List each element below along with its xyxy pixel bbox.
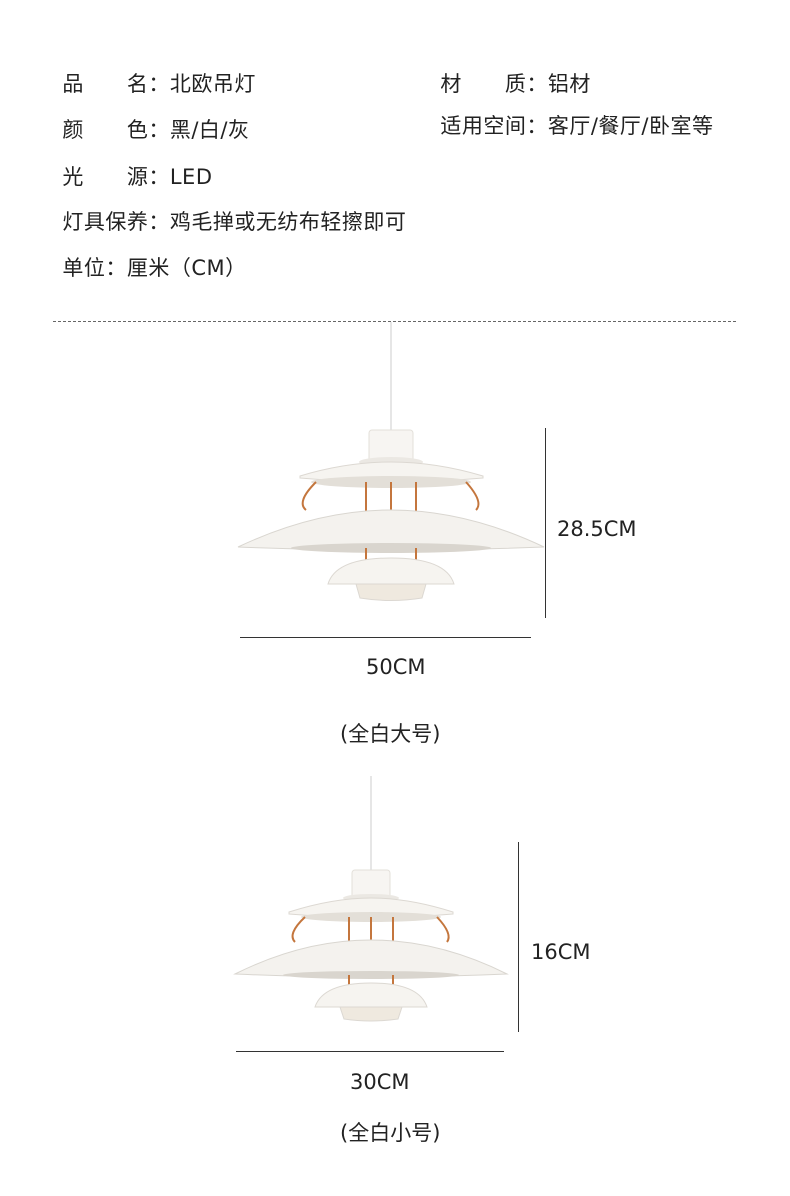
small-width-label: 30CM: [350, 1070, 410, 1094]
small-width-dimension-line: [236, 1051, 504, 1052]
spec-unit: 单位：厘米（CM）: [48, 237, 247, 279]
spec-color-label: 颜 色：: [62, 118, 170, 142]
spec-unit-label: 单位：: [62, 256, 127, 280]
spec-light-value: LED: [169, 165, 213, 189]
spec-light-label: 光 源：: [62, 165, 170, 189]
spec-material: 材 质：铝材: [426, 53, 591, 95]
large-height-dimension-line: [545, 428, 546, 618]
spec-usage-label: 适用空间：: [440, 114, 548, 138]
large-height-label: 28.5CM: [557, 517, 637, 541]
spec-care-value: 鸡毛掸或无纺布轻擦即可: [169, 210, 407, 234]
spec-care: 灯具保养：鸡毛掸或无纺布轻擦即可: [48, 191, 406, 233]
spec-name: 品 名：北欧吊灯: [48, 53, 256, 95]
spec-care-label: 灯具保养：: [62, 210, 170, 234]
spec-material-value: 铝材: [547, 72, 591, 96]
spec-name-label: 品 名：: [62, 72, 170, 96]
spec-usage: 适用空间：客厅/餐厅/卧室等: [426, 95, 714, 137]
small-height-label: 16CM: [531, 940, 591, 964]
large-width-label: 50CM: [366, 655, 426, 679]
dashed-divider: [53, 321, 736, 322]
small-caption: (全白小号): [340, 1121, 441, 1145]
spec-name-value: 北欧吊灯: [169, 72, 256, 96]
spec-unit-value: 厘米（CM）: [126, 256, 247, 280]
small-height-dimension-line: [518, 842, 519, 1032]
spec-color: 颜 色：黑/白/灰: [48, 99, 250, 141]
spec-usage-value: 客厅/餐厅/卧室等: [547, 114, 714, 138]
spec-light: 光 源：LED: [48, 146, 213, 188]
spec-color-value: 黑/白/灰: [169, 118, 250, 142]
spec-material-label: 材 质：: [440, 72, 548, 96]
large-lamp-illustration: [237, 322, 545, 601]
small-lamp-illustration: [233, 776, 509, 1022]
large-caption: (全白大号): [340, 722, 441, 746]
large-width-dimension-line: [240, 637, 531, 638]
